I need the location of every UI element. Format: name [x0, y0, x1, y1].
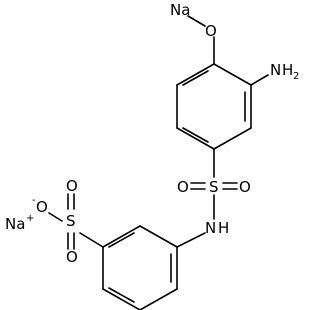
amino-hydrogen-label: H — [282, 61, 293, 79]
sulfonate-oxygen-top-label: O — [66, 177, 78, 195]
lower-benzene-ring — [102, 225, 178, 310]
amide-nitrogen-label: N — [205, 219, 216, 237]
sodium-atom-label: Na — [170, 1, 190, 19]
plus-charge: + — [26, 213, 34, 224]
sulfonate-bonds — [48, 193, 104, 250]
upper-benzene-ring — [176, 63, 252, 150]
amide-hydrogen-label: H — [218, 219, 229, 237]
amino-subscript-2: 2 — [293, 71, 299, 82]
sulfonyl-oxygen-left-label: O — [177, 178, 189, 196]
phenoxide-bonds — [187, 15, 269, 86]
oxygen-phenoxide-label: O — [205, 22, 217, 40]
minus-charge: - — [32, 195, 36, 206]
sodium-ion-label: Na — [5, 215, 25, 233]
sulfonate-sulfur-label: S — [66, 212, 76, 230]
sulfonate-oxygen-bottom-label: O — [66, 248, 78, 266]
sulfonyl-sulfur-label: S — [209, 178, 219, 196]
amino-nitrogen-label: N — [270, 61, 281, 79]
sulfonate-oxygen-anion-label: O — [36, 198, 48, 216]
sulfonyl-oxygen-right-label: O — [239, 178, 251, 196]
chemical-structure: Na O N H 2 S O O N H S O O - O Na + — [5, 1, 299, 310]
sulfonyl-bonds — [176, 148, 238, 248]
